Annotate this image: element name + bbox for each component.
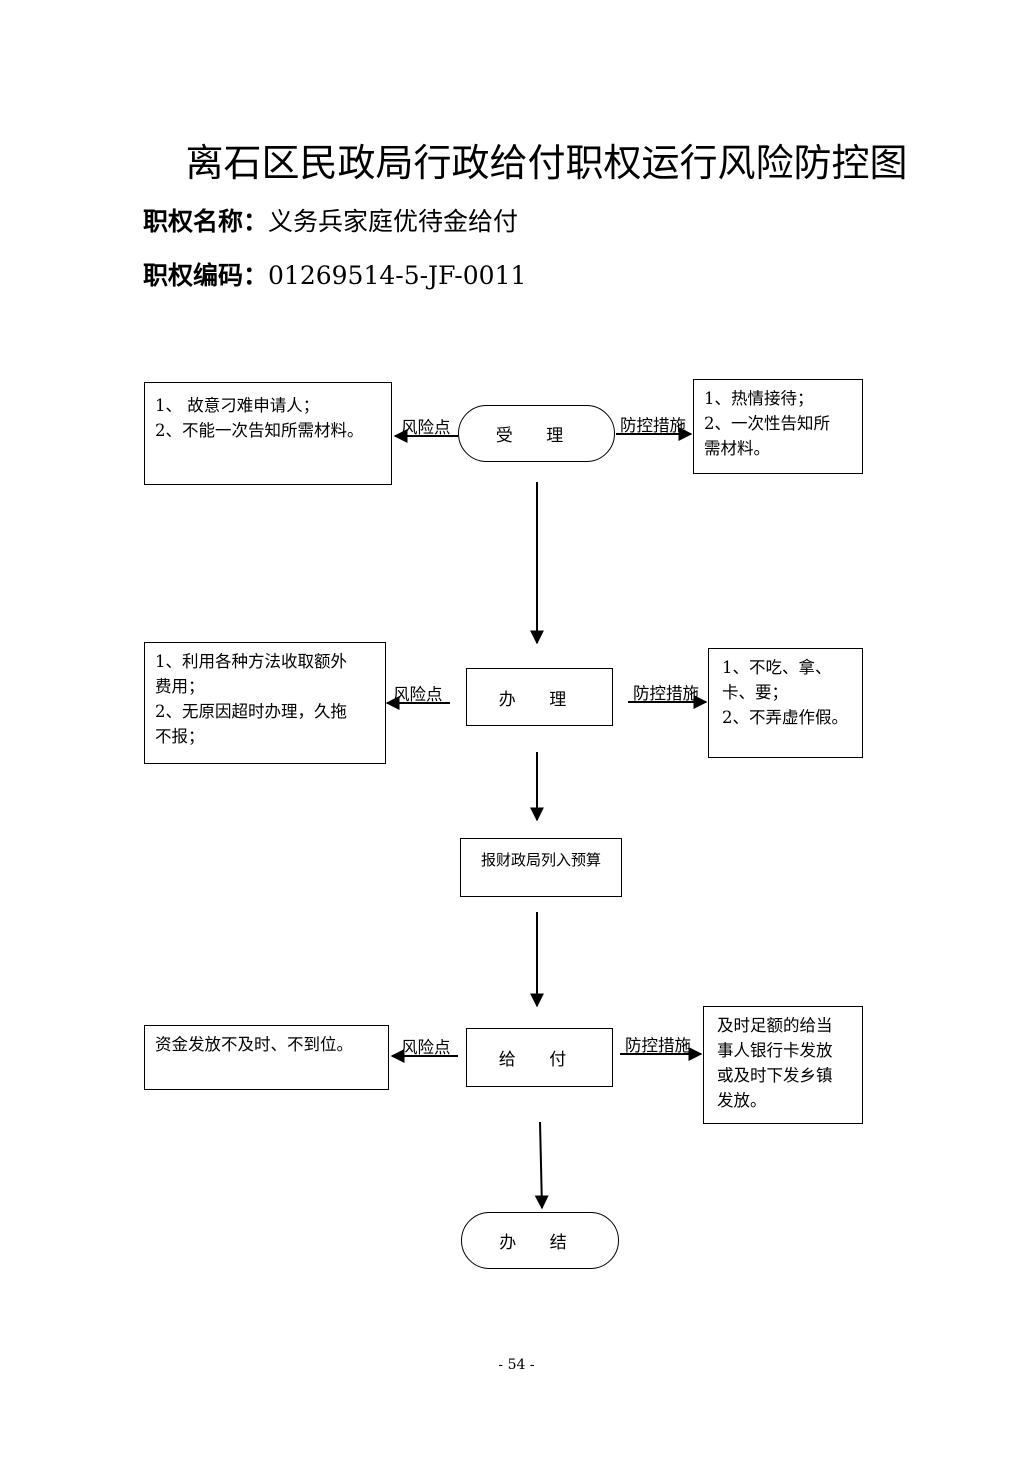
authority-name-row: 职权名称：义务兵家庭优待金给付 — [143, 202, 518, 238]
authority-name-label: 职权名称： — [143, 207, 269, 236]
risk-box-handle: 1、利用各种方法收取额外 费用； 2、无原因超时办理，久拖 不报； — [144, 642, 386, 764]
risk-label-accept: 风险点 — [401, 418, 451, 437]
authority-code-row: 职权编码：01269514-5-JF-0011 — [143, 256, 526, 292]
control-text: 或及时下发乡镇 — [717, 1066, 833, 1085]
page-number: - 54 - — [498, 1357, 535, 1373]
control-box-handle: 1、不吃、拿、 卡、要； 2、不弄虚作假。 — [708, 648, 863, 758]
control-text: 事人银行卡发放 — [717, 1041, 833, 1060]
risk-text: 不报； — [155, 727, 205, 746]
risk-box-pay: 资金发放不及时、不到位。 — [144, 1025, 389, 1090]
step-handle: 办 理 — [466, 668, 613, 726]
control-box-accept: 1、热情接待； 2、一次性告知所 需材料。 — [693, 379, 863, 474]
control-label-pay: 防控措施 — [625, 1036, 691, 1055]
control-text: 1、不吃、拿、 — [722, 658, 832, 677]
risk-text: 费用； — [155, 677, 205, 696]
risk-label-pay: 风险点 — [401, 1038, 451, 1057]
control-text: 卡、要； — [722, 683, 788, 702]
step-pay: 给 付 — [466, 1028, 613, 1087]
control-text: 1、热情接待； — [704, 389, 814, 408]
page-title: 离石区民政局行政给付职权运行风险防控图 — [185, 141, 908, 185]
risk-text: 1、 故意刁难申请人； — [155, 396, 320, 415]
control-label-handle: 防控措施 — [633, 684, 699, 703]
authority-name-value: 义务兵家庭优待金给付 — [268, 207, 519, 236]
step-finish: 办 结 — [461, 1212, 619, 1269]
step-budget: 报财政局列入预算 — [460, 838, 622, 897]
control-text: 需材料。 — [704, 439, 770, 458]
control-box-pay: 及时足额的给当 事人银行卡发放 或及时下发乡镇 发放。 — [703, 1006, 863, 1124]
control-text: 发放。 — [717, 1091, 767, 1110]
risk-text: 1、利用各种方法收取额外 — [155, 652, 347, 671]
authority-code-value: 01269514-5-JF-0011 — [268, 261, 527, 290]
control-label-accept: 防控措施 — [620, 416, 686, 435]
risk-text: 资金发放不及时、不到位。 — [155, 1035, 353, 1054]
control-text: 及时足额的给当 — [717, 1016, 833, 1035]
control-text: 2、一次性告知所 — [704, 414, 830, 433]
risk-text: 2、无原因超时办理，久拖 — [155, 702, 347, 721]
step-accept: 受 理 — [458, 405, 615, 462]
risk-label-handle: 风险点 — [393, 685, 443, 704]
control-text: 2、不弄虚作假。 — [722, 708, 848, 727]
authority-code-label: 职权编码： — [143, 261, 269, 290]
risk-box-accept: 1、 故意刁难申请人； 2、不能一次告知所需材料。 — [144, 382, 392, 485]
risk-text: 2、不能一次告知所需材料。 — [155, 421, 364, 440]
arrow-pay-to-finish — [534, 1121, 549, 1210]
